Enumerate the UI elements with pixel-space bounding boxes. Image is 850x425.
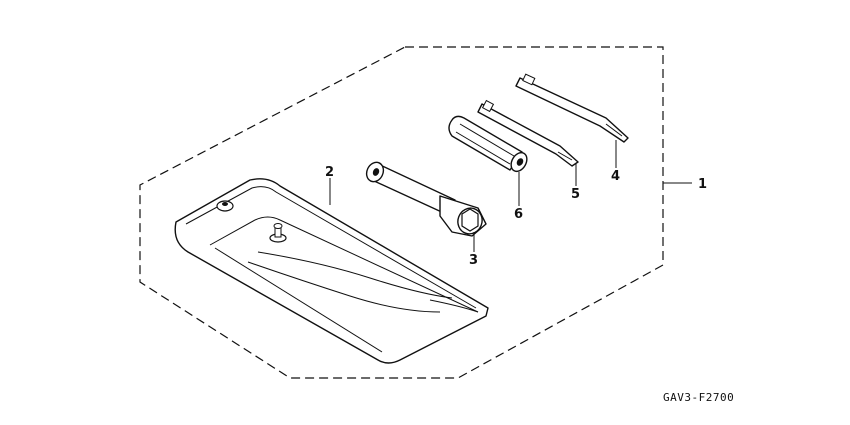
tool-bag	[174, 178, 489, 364]
assembly-boundary	[139, 46, 664, 379]
screwdriver-bit	[515, 73, 629, 143]
screwdriver-shaft	[477, 99, 579, 167]
callout-3: 3	[469, 253, 478, 268]
snap-stud	[269, 223, 287, 243]
callout-1: 1	[698, 177, 707, 192]
callout-2: 2	[325, 165, 334, 180]
spark-plug-wrench	[365, 161, 487, 237]
callout-5: 5	[571, 187, 580, 202]
figure-reference-code: GAV3-F2700	[663, 391, 734, 404]
screwdriver-handle	[448, 115, 528, 173]
callout-4: 4	[611, 169, 620, 184]
callout-6: 6	[514, 207, 523, 222]
